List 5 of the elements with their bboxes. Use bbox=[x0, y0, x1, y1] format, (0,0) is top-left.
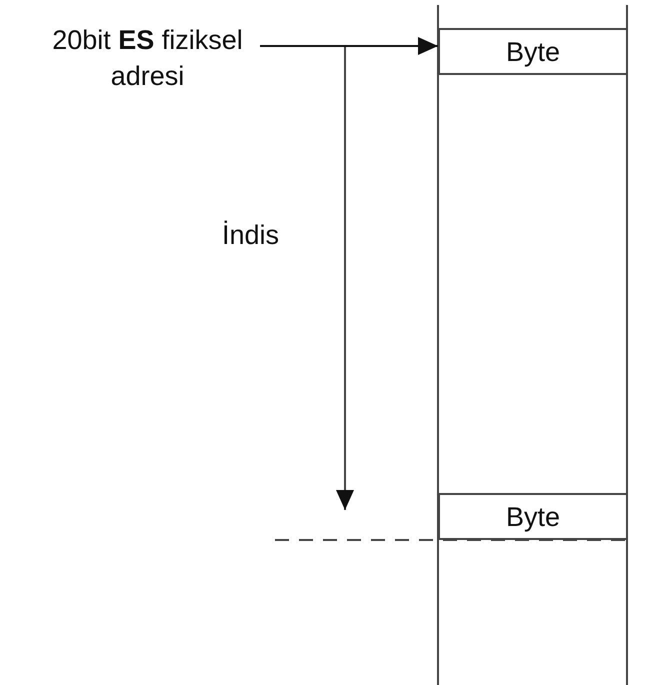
index-label: İndis bbox=[222, 220, 280, 251]
arrow bbox=[260, 37, 438, 55]
address-label: 20bit ES fiziksel adresi bbox=[30, 12, 265, 104]
memory-cell: Byte bbox=[438, 28, 628, 75]
memory-cell: Byte bbox=[438, 493, 628, 540]
